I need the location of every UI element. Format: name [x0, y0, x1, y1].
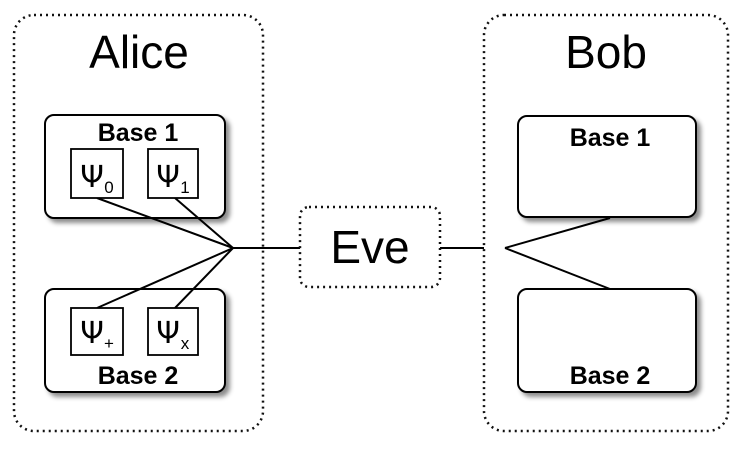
alice-title: Alice — [89, 26, 189, 78]
alice-base-2-label: Base 2 — [98, 362, 179, 390]
alice-region: Alice Base 1 Base 2 Ψ 0 Ψ 1 — [12, 13, 265, 433]
state-psi-x: Ψ x — [147, 307, 199, 356]
bob-base-2-label: Base 2 — [570, 362, 651, 390]
bob-title: Bob — [565, 26, 647, 78]
bob-base-2-box: Base 2 — [517, 288, 697, 393]
svg-text:Ψ: Ψ — [156, 160, 180, 195]
svg-text:x: x — [181, 334, 190, 353]
svg-text:Ψ: Ψ — [156, 316, 180, 351]
svg-text:Ψ: Ψ — [80, 316, 104, 351]
svg-text:+: + — [104, 334, 114, 353]
svg-text:0: 0 — [104, 178, 113, 197]
bob-region: Bob Base 1 Base 2 — [482, 13, 730, 433]
eve-box: Eve — [298, 205, 442, 289]
bob-connection-lines — [504, 217, 611, 290]
alice-base-1-label: Base 1 — [98, 119, 179, 147]
state-psi-0: Ψ 0 — [70, 148, 124, 199]
bob-base-1-box: Base 1 — [517, 115, 697, 218]
svg-text:Ψ: Ψ — [80, 160, 104, 195]
alice-connection-lines — [96, 197, 234, 309]
state-psi-plus: Ψ + — [70, 307, 124, 356]
bob-base-1-label: Base 1 — [570, 124, 651, 152]
state-psi-1: Ψ 1 — [147, 148, 199, 199]
eve-label: Eve — [330, 221, 409, 273]
svg-text:1: 1 — [180, 178, 189, 197]
